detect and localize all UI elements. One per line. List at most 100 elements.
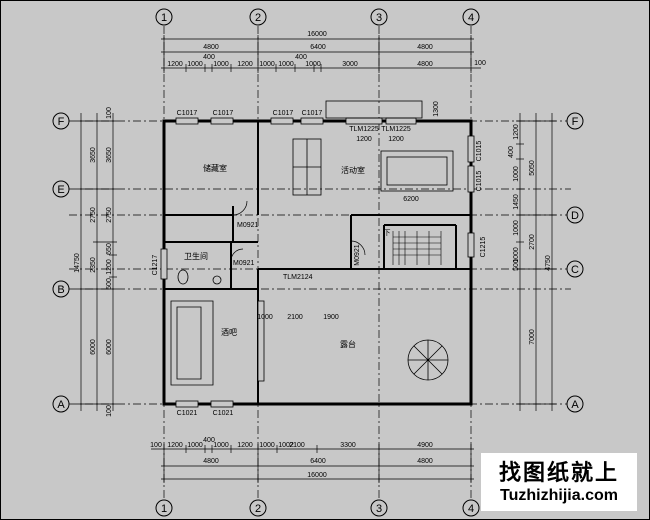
bottom-detail-dim: 2100 (289, 442, 305, 449)
bottom-detail-dim: 1000 (213, 442, 229, 449)
axis-label-A-right: A (571, 399, 579, 411)
watermark-en: Tuzhizhijia.com (500, 487, 618, 504)
room-storage-label: 储藏室 (203, 163, 227, 173)
right-detail-dim: 1000 (513, 166, 520, 182)
right-seg-dim: 5050 (529, 160, 536, 176)
bottom-seg-dim: 4800 (203, 458, 219, 465)
axis-labels-right: F D C A (571, 116, 579, 411)
bottom-total-dim: 16000 (307, 472, 327, 479)
left-dimension-text: 14750 3650 2750 2350 6000 100 3650 2750 … (74, 107, 113, 417)
top-detail-dim: 400 (203, 54, 215, 61)
bottom-dimension-text: 100 1200 1000 400 1000 1200 1000 1002 21… (150, 437, 433, 479)
axis-label-B: B (57, 284, 64, 296)
top-seg-dim: 4800 (203, 44, 219, 51)
right-detail-dim: 1200 (513, 124, 520, 140)
bottom-detail-dim: 100 (150, 442, 162, 449)
window-label: C1017 (177, 110, 198, 117)
bar-detail-dim: 2100 (287, 314, 303, 321)
stair-down-mark: 下 (384, 229, 391, 237)
window-label: C1021 (177, 410, 198, 417)
door-label: TLM1225 (349, 126, 379, 133)
bottom-dimension-lines (151, 444, 474, 483)
door-label: M0921 (354, 244, 361, 266)
axis-label-F: F (58, 116, 65, 128)
left-detail-dim: 650 (106, 243, 113, 255)
axis-label-3: 3 (376, 12, 382, 24)
top-detail-dim: 100 (474, 60, 486, 67)
bottom-detail-dim: 3300 (340, 442, 356, 449)
window-label: C1017 (302, 110, 323, 117)
axis-label-E: E (57, 184, 64, 196)
left-seg-dim: 2750 (90, 207, 97, 223)
axis-label-1: 1 (161, 12, 167, 24)
axis-label-C: C (571, 264, 579, 276)
top-detail-dim: 1000 (259, 61, 275, 68)
right-seg-dim: 2700 (529, 234, 536, 250)
left-detail-dim: 3650 (106, 147, 113, 163)
axis-label-D: D (571, 210, 579, 222)
window-label: C1021 (213, 410, 234, 417)
left-dimension-lines (77, 113, 117, 411)
left-detail-dim: 2750 (106, 207, 113, 223)
door-label: TLM1225 (381, 126, 411, 133)
room-labels: 储藏室 活动室 卫生间 酒吧 露台 (184, 163, 365, 349)
left-detail-dim: 6000 (106, 339, 113, 355)
top-detail-dim: 1000 (213, 61, 229, 68)
bottom-detail-dim: 1002 (278, 442, 294, 449)
axis-label-1-bottom: 1 (161, 503, 167, 515)
top-detail-dim: 4800 (417, 61, 433, 68)
doors (230, 200, 366, 262)
bottom-detail-dim: 1000 (187, 442, 203, 449)
axis-label-A: A (57, 399, 65, 411)
right-detail-dim: 500 (513, 259, 520, 271)
top-detail-dim: 1000 (305, 61, 321, 68)
room-bar-label: 酒吧 (221, 328, 237, 337)
window-label: C1015 (476, 171, 483, 192)
left-seg-dim: 2350 (90, 257, 97, 273)
left-seg-dim: 6000 (90, 339, 97, 355)
top-dimension-lines (161, 35, 481, 73)
right-detail-dim: 1000 (513, 247, 520, 263)
axis-label-F-right: F (572, 116, 579, 128)
door-label: TLM2124 (283, 274, 313, 281)
top-total-dim: 16000 (307, 31, 327, 38)
top-detail-dim: 1200 (237, 61, 253, 68)
left-detail-dim: 100 (106, 405, 113, 417)
door-width-dim: 1200 (388, 136, 404, 143)
top-detail-dim: 400 (295, 54, 307, 61)
right-seg-dim: 7000 (529, 329, 536, 345)
bar-detail-dim: 1000 (257, 314, 273, 321)
stair (392, 231, 442, 265)
axis-lines (69, 26, 571, 501)
railing-dim: 1300 (433, 101, 440, 117)
axis-label-4-bottom: 4 (468, 503, 474, 515)
room-bathroom-label: 卫生间 (184, 251, 208, 261)
left-total-dim: 14750 (74, 253, 81, 273)
door-label: M0921 (233, 260, 255, 267)
top-detail-dim: 1000 (187, 61, 203, 68)
axis-label-4: 4 (468, 12, 474, 24)
top-detail-dim: 1000 (278, 61, 294, 68)
bottom-detail-dim: 1200 (237, 442, 253, 449)
furniture (170, 138, 454, 386)
bottom-detail-dim: 4900 (417, 442, 433, 449)
right-detail-dim: 400 (508, 146, 515, 158)
bottom-seg-dim: 6400 (310, 458, 326, 465)
room-activity-label: 活动室 (341, 165, 365, 175)
right-dimension-text: 1200 400 1000 1450 1000 1000 500 5050 27… (508, 124, 552, 345)
window-label: C1217 (152, 255, 159, 276)
top-detail-dim: 1200 (167, 61, 183, 68)
bottom-detail-dim: 1000 (259, 442, 275, 449)
right-dimension-lines (516, 113, 556, 411)
right-detail-dim: 1450 (513, 194, 520, 210)
axis-label-2-bottom: 2 (255, 503, 261, 515)
window-label: C1215 (480, 237, 487, 258)
watermark: 找图纸就上 Tuzhizhijia.com (481, 453, 637, 511)
top-detail-dim: 3000 (342, 61, 358, 68)
right-total-dim: 4750 (545, 255, 552, 271)
right-detail-dim: 1000 (513, 220, 520, 236)
axis-labels-left: F E B A (57, 116, 65, 411)
top-seg-dim: 6400 (310, 44, 326, 51)
axis-bubbles-right (566, 112, 584, 413)
